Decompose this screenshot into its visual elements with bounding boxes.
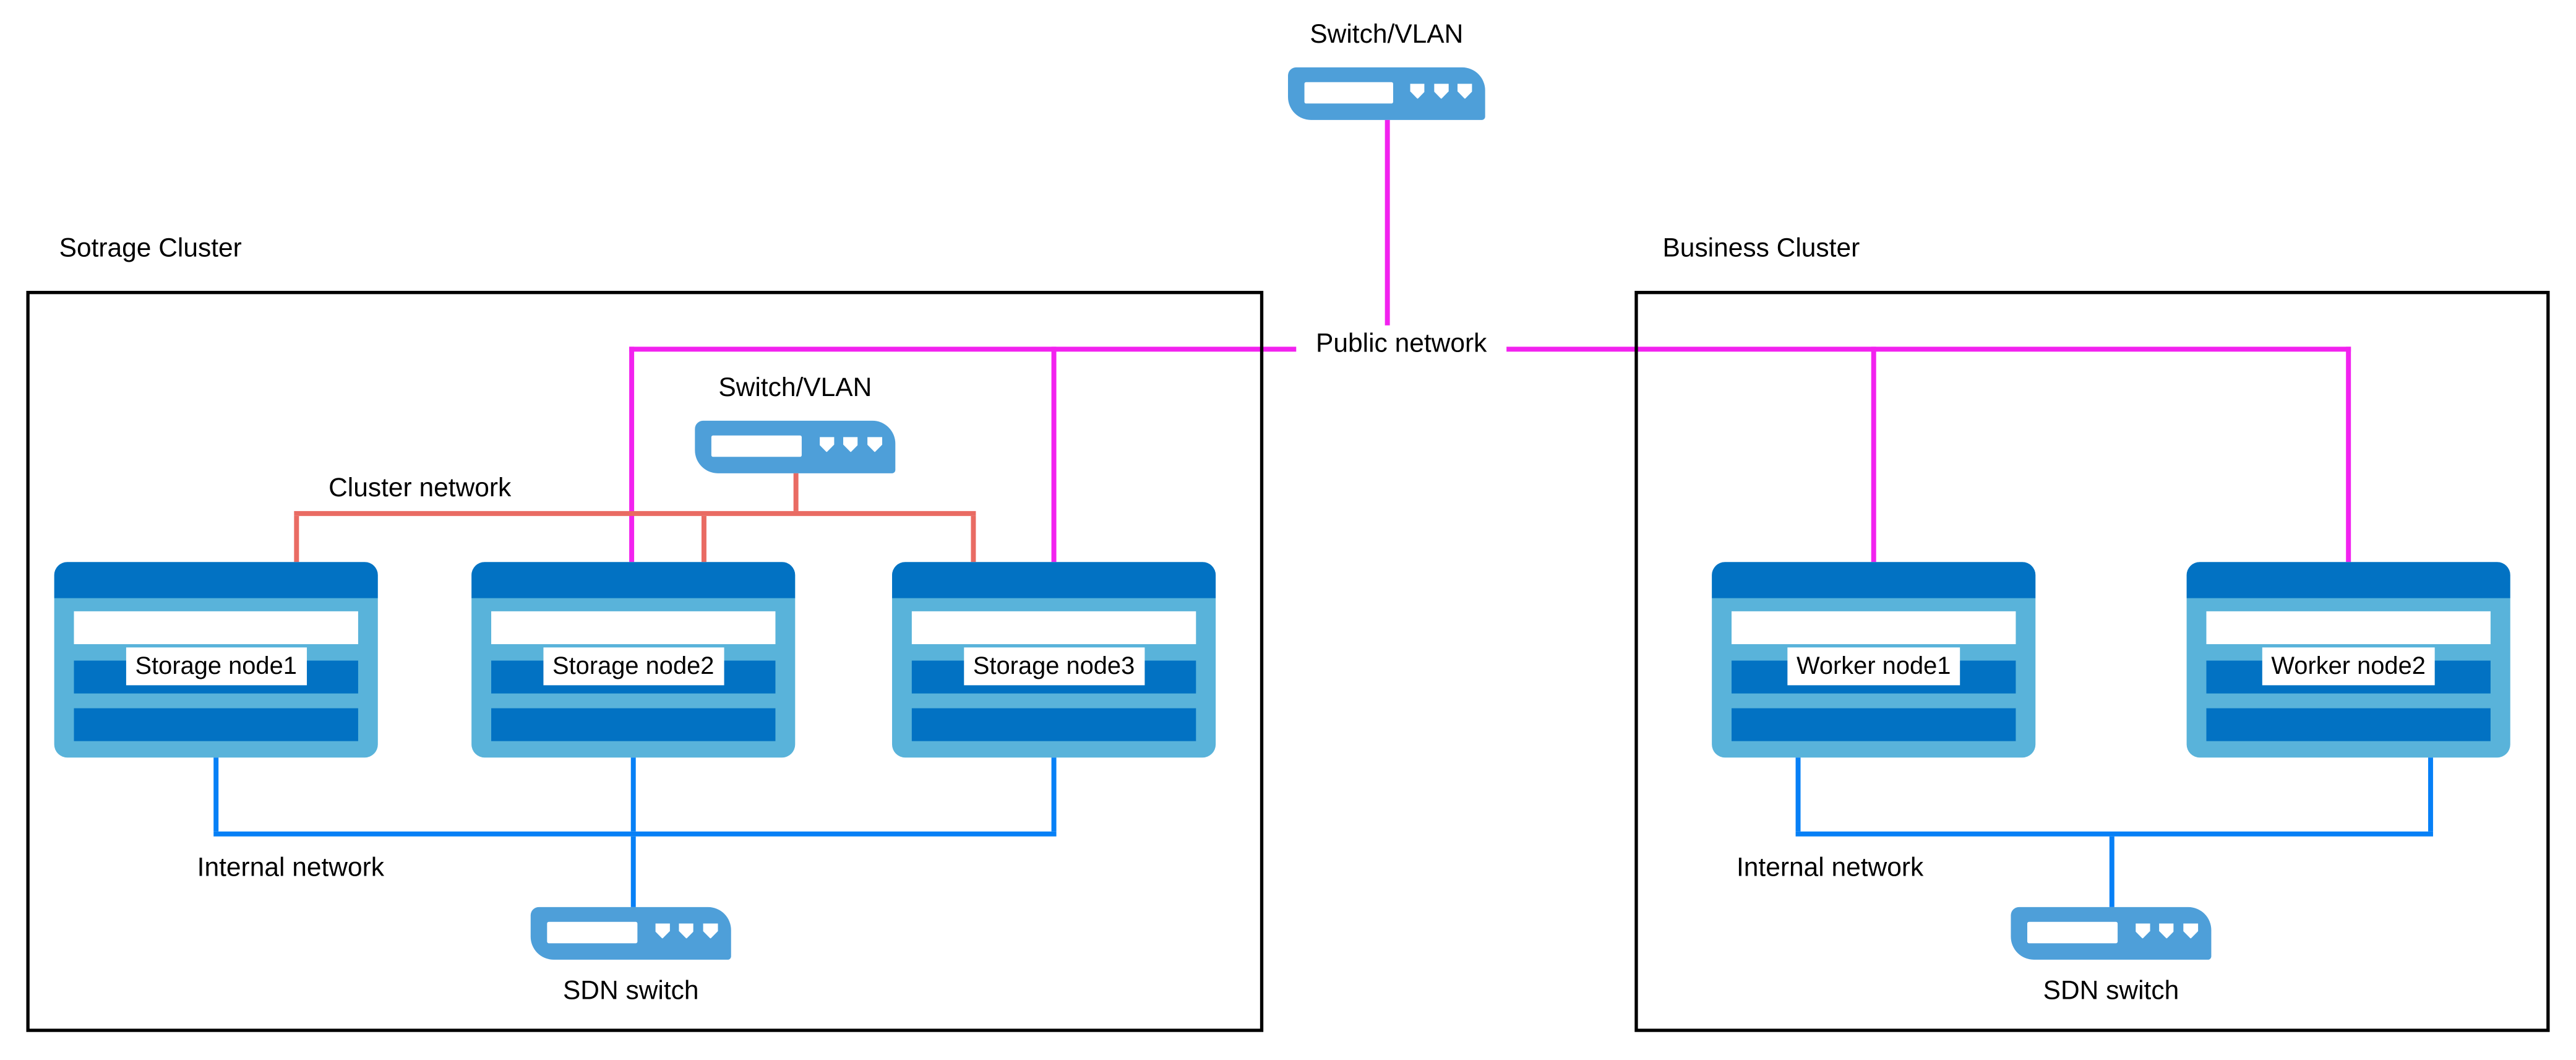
node-header-bar — [471, 562, 796, 598]
sdn-switch-icon-left[interactable] — [530, 907, 731, 960]
edge-public-worker1 — [1871, 347, 1876, 562]
edge-cluster-bus — [293, 511, 976, 516]
switch-port-icon — [679, 923, 694, 939]
switch-port-icon — [2135, 923, 2150, 939]
storage-node3[interactable]: Storage node3 — [891, 562, 1216, 758]
internal-network-label-left: Internal network — [197, 854, 384, 883]
edge-internal-sdn-right — [2108, 836, 2114, 907]
switch-display-panel — [711, 435, 801, 457]
node-header-bar — [2186, 562, 2510, 598]
node-header-bar — [891, 562, 1216, 598]
switch-display-panel — [1303, 82, 1393, 103]
edge-cluster-storage1 — [293, 515, 298, 562]
switch-port-icon — [655, 923, 670, 939]
edge-internal-bus-left — [213, 831, 1057, 837]
top-switch-label: Switch/VLAN — [1310, 21, 1464, 50]
storage-cluster-title: Sotrage Cluster — [59, 235, 242, 263]
sdn-switch-icon-right[interactable] — [2011, 907, 2212, 960]
node-slot-bar — [1732, 611, 2016, 644]
switch-port-icon — [819, 436, 835, 452]
edge-internal-sdn-left — [630, 836, 636, 907]
internal-network-label-right: Internal network — [1736, 854, 1924, 883]
worker-node2-label: Worker node2 — [2261, 647, 2436, 686]
edge-internal-storage2 — [630, 757, 636, 832]
storage-node3-label: Storage node3 — [963, 647, 1145, 686]
node-drive-bar — [1732, 708, 2016, 741]
storage-node1[interactable]: Storage node1 — [54, 562, 378, 758]
node-drive-bar — [74, 708, 358, 741]
switch-port-icon — [867, 436, 883, 452]
storage-node2-label: Storage node2 — [543, 647, 724, 686]
edge-public-storage3 — [1051, 347, 1057, 562]
switch-port-icon — [1433, 83, 1449, 99]
sdn-switch-label-right: SDN switch — [2043, 978, 2179, 1006]
edge-cluster-storage2 — [700, 515, 706, 562]
business-cluster-box[interactable] — [1634, 291, 2550, 1032]
storage-cluster-box[interactable] — [26, 291, 1264, 1032]
edge-public-left — [628, 347, 1305, 352]
switch-port-icon — [2159, 923, 2175, 939]
switch-port-icon — [1458, 83, 1472, 99]
node-slot-bar — [491, 611, 776, 644]
node-slot-bar — [2206, 611, 2491, 644]
storage-node1-label: Storage node1 — [125, 647, 307, 686]
worker-node2[interactable]: Worker node2 — [2186, 562, 2510, 758]
business-cluster-title: Business Cluster — [1662, 235, 1860, 263]
edge-public-right — [1500, 347, 2351, 352]
node-header-bar — [1712, 562, 2036, 598]
node-drive-bar — [2206, 708, 2491, 741]
public-network-label: Public network — [1296, 325, 1507, 365]
switch-display-panel — [2027, 921, 2118, 943]
storage-switch-label: Switch/VLAN — [718, 374, 872, 403]
edge-internal-worker2 — [2427, 757, 2432, 832]
edge-internal-worker1 — [1795, 757, 1800, 832]
edge-public-worker2 — [2346, 347, 2351, 562]
switch-port-icon — [2183, 923, 2199, 939]
node-header-bar — [54, 562, 378, 598]
edge-cluster-storage3 — [970, 515, 976, 562]
node-slot-bar — [74, 611, 358, 644]
worker-node1-label: Worker node1 — [1787, 647, 1961, 686]
node-drive-bar — [491, 708, 776, 741]
node-drive-bar — [911, 708, 1196, 741]
sdn-switch-label-left: SDN switch — [562, 978, 699, 1006]
top-switch-vlan-icon[interactable] — [1287, 67, 1485, 120]
node-slot-bar — [911, 611, 1196, 644]
edge-public-topswitch — [1384, 119, 1389, 350]
cluster-network-label: Cluster network — [328, 475, 512, 503]
storage-node2[interactable]: Storage node2 — [471, 562, 796, 758]
switch-port-icon — [843, 436, 859, 452]
worker-node1[interactable]: Worker node1 — [1712, 562, 2036, 758]
edge-internal-storage1 — [213, 757, 219, 832]
switch-port-icon — [1410, 83, 1425, 99]
edge-public-storage2 — [628, 347, 633, 562]
edge-cluster-switch — [792, 473, 798, 511]
storage-switch-vlan-icon[interactable] — [695, 420, 896, 473]
switch-port-icon — [703, 923, 718, 939]
edge-internal-storage3 — [1051, 757, 1057, 832]
switch-display-panel — [546, 921, 637, 943]
edge-internal-bus-right — [1795, 831, 2432, 837]
